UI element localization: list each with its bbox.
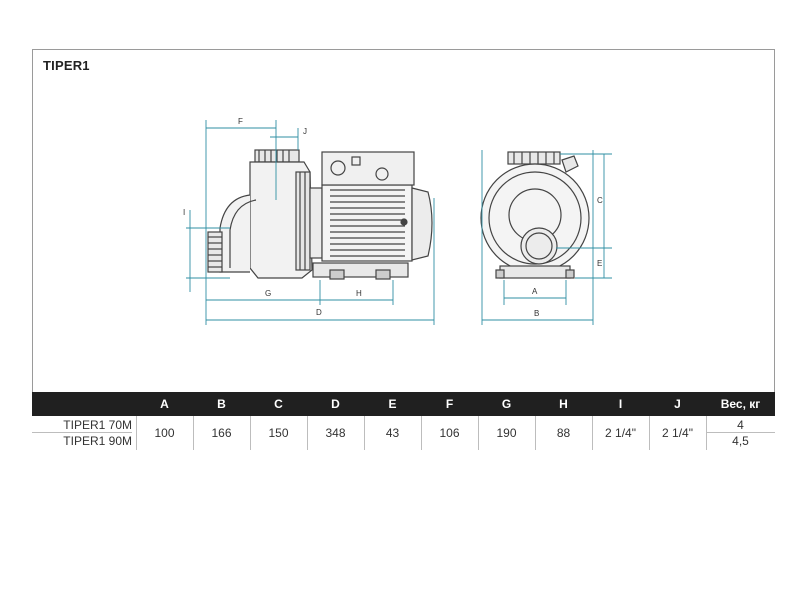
col-header-g: G (501, 397, 512, 411)
value-a: 100 (154, 426, 175, 440)
col-divider (307, 416, 308, 450)
col-divider (649, 416, 650, 450)
col-header-b: B (217, 397, 226, 411)
col-divider (193, 416, 194, 450)
value-h: 88 (556, 426, 571, 440)
value-e: 43 (385, 426, 400, 440)
col-divider (592, 416, 593, 450)
row-divider (706, 432, 775, 433)
col-divider (535, 416, 536, 450)
col-divider (364, 416, 365, 450)
col-divider (421, 416, 422, 450)
model-name-90m: TIPER1 90M (63, 434, 132, 448)
document-title: TIPER1 (43, 58, 90, 73)
value-f: 106 (439, 426, 460, 440)
col-divider (478, 416, 479, 450)
value-c: 150 (268, 426, 289, 440)
value-i: 2 1/4" (605, 426, 636, 440)
value-j: 2 1/4" (662, 426, 693, 440)
col-header-e: E (388, 397, 397, 411)
col-header-c: C (274, 397, 283, 411)
col-divider (250, 416, 251, 450)
value-b: 166 (211, 426, 232, 440)
col-header-h: H (559, 397, 568, 411)
value-d: 348 (325, 426, 346, 440)
weight-90m: 4,5 (732, 434, 749, 448)
weight-70m: 4 (737, 418, 744, 432)
model-name-70m: TIPER1 70M (63, 418, 132, 432)
col-header-weight: Вес, кг (720, 397, 761, 411)
col-header-a: A (160, 397, 169, 411)
table-header (32, 392, 775, 416)
col-header-f: F (445, 397, 454, 411)
drawing-frame (32, 49, 775, 392)
col-divider (706, 416, 707, 450)
col-header-i: I (618, 397, 623, 411)
value-g: 190 (496, 426, 517, 440)
col-divider (136, 416, 137, 450)
col-header-d: D (331, 397, 340, 411)
row-divider (32, 432, 132, 433)
col-header-j: J (674, 397, 681, 411)
